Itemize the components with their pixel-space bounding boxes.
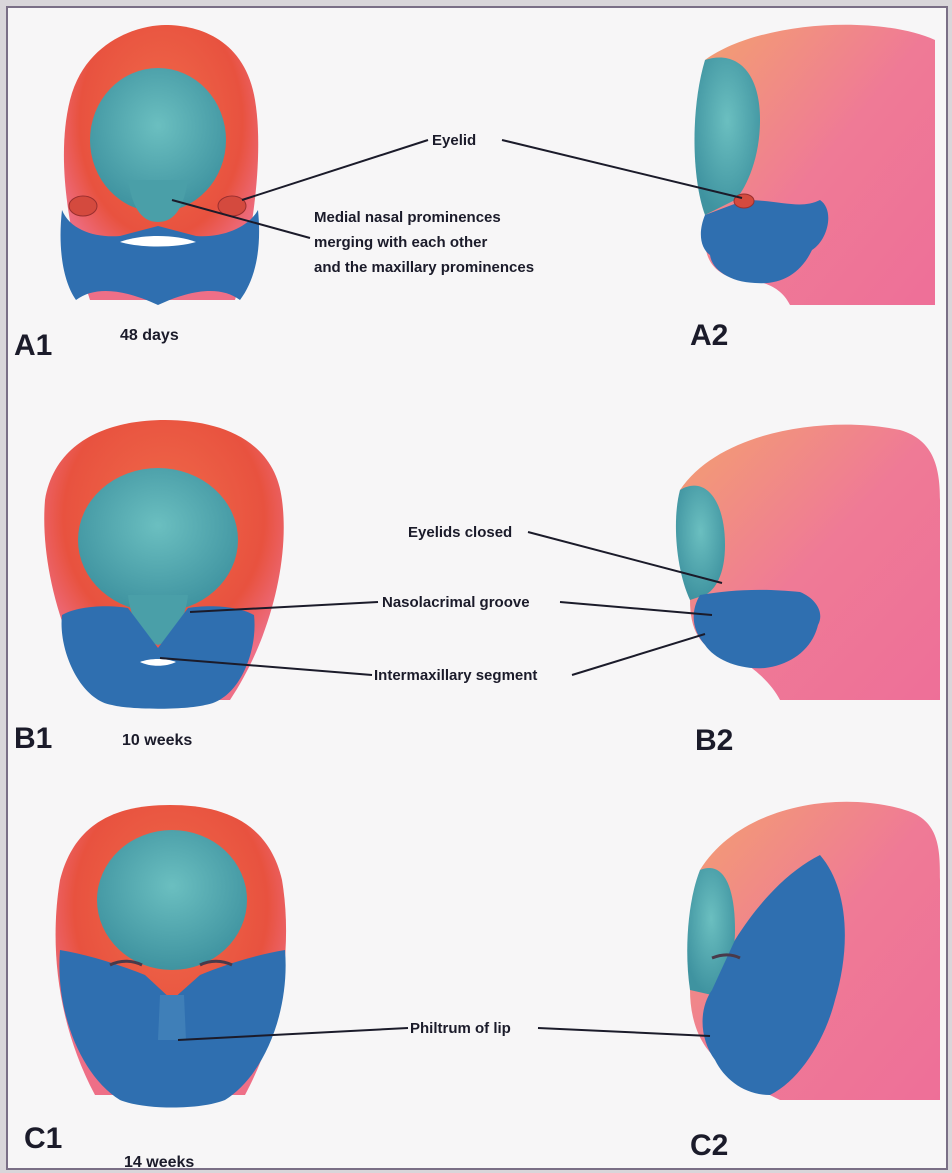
- eyelid-leader-a1: [242, 140, 428, 200]
- b2-side-head-illustration: [676, 425, 940, 700]
- age-label-48-days: 48 days: [120, 327, 179, 344]
- philtrum-leader-c2: [538, 1028, 710, 1036]
- panel-label-b1: B1: [14, 722, 52, 755]
- panel-label-a2: A2: [690, 319, 728, 352]
- intermaxillary-callout: Intermaxillary segment: [374, 667, 537, 684]
- b1-forehead-frontonasal: [78, 468, 238, 612]
- medial-nasal-callout-line2: merging with each other: [314, 234, 488, 251]
- intermaxillary-leader-b2: [572, 634, 705, 675]
- panel-label-b2: B2: [695, 724, 733, 757]
- eyelid-callout: Eyelid: [432, 132, 476, 149]
- panel-label-c2: C2: [690, 1129, 728, 1162]
- age-label-10-weeks: 10 weeks: [122, 732, 192, 749]
- c1-philtrum: [158, 995, 186, 1040]
- medial-nasal-callout-line1: Medial nasal prominences: [314, 209, 501, 226]
- age-label-14-weeks: 14 weeks: [124, 1154, 194, 1171]
- a2-side-head-illustration: [694, 25, 935, 305]
- a1-left-eyelid: [69, 196, 97, 216]
- panel-label-c1: C1: [24, 1122, 62, 1155]
- nasolacrimal-callout: Nasolacrimal groove: [382, 594, 530, 611]
- medial-nasal-callout-line3: and the maxillary prominences: [314, 259, 534, 276]
- philtrum-callout: Philtrum of lip: [410, 1020, 511, 1037]
- c2-side-head-illustration: [687, 802, 940, 1100]
- panel-label-a1: A1: [14, 329, 52, 362]
- c1-front-head-illustration: [56, 805, 287, 1108]
- nasolacrimal-leader-b2: [560, 602, 712, 615]
- c1-forehead-frontonasal: [97, 830, 247, 970]
- eyelids-closed-callout: Eyelids closed: [408, 524, 512, 541]
- a1-front-head-illustration: [61, 25, 260, 305]
